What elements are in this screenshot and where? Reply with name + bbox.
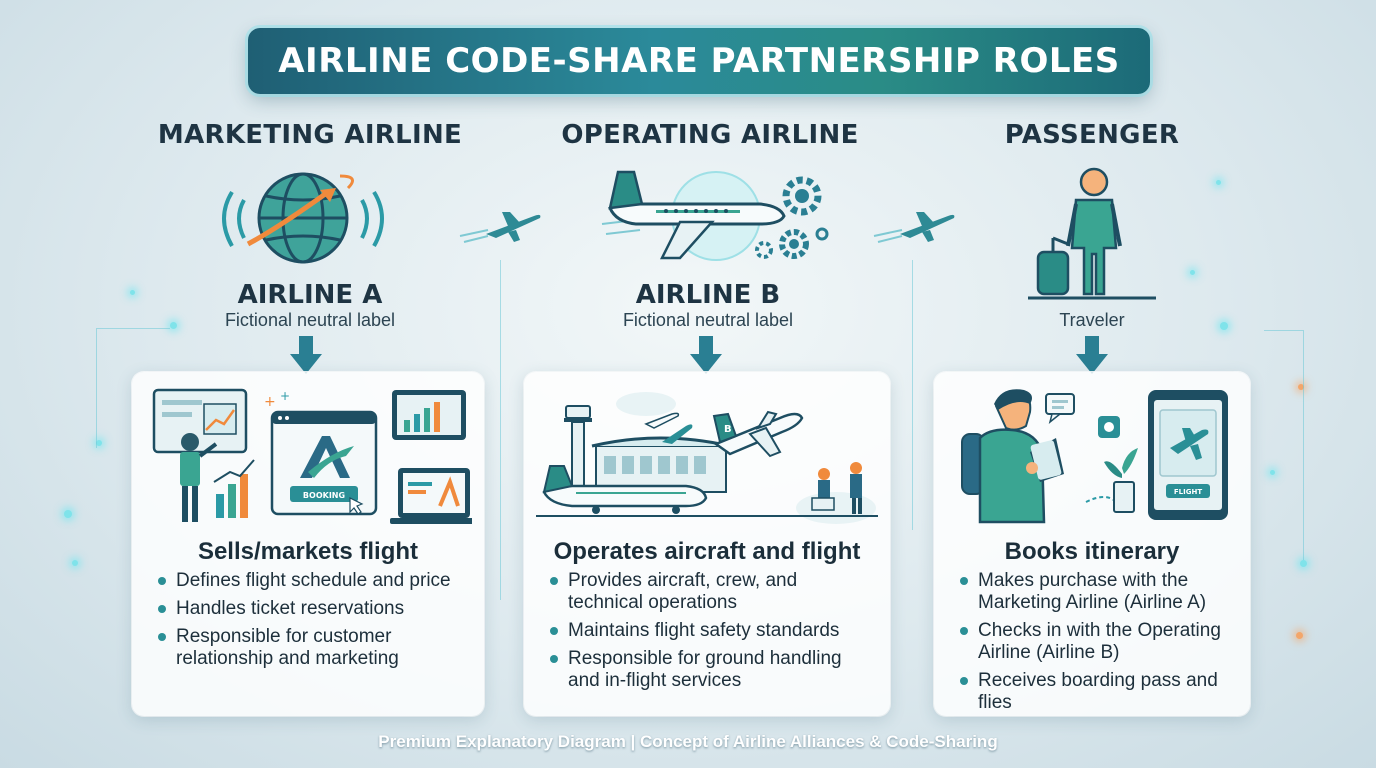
entity-name-airline-b: AIRLINE B <box>635 280 781 310</box>
glow-dot <box>1296 632 1303 639</box>
svg-text:+: + <box>264 394 276 410</box>
down-arrow-icon <box>1076 336 1108 374</box>
flight-button-label: FLIGHT <box>1174 488 1202 496</box>
list-item: Defines flight schedule and price <box>156 570 470 592</box>
glow-dot <box>1298 384 1304 390</box>
list-item: Provides aircraft, crew, and technical o… <box>548 570 876 614</box>
list-item: Checks in with the Operating Airline (Ai… <box>958 620 1236 664</box>
glow-dot <box>1270 470 1275 475</box>
list-item: Handles ticket reservations <box>156 598 470 620</box>
page-title: AIRLINE CODE-SHARE PARTNERSHIP ROLES <box>278 41 1120 81</box>
role-title-operating: Operates aircraft and flight <box>553 538 861 565</box>
flow-airplane-icon <box>873 212 955 243</box>
svg-text:+: + <box>280 389 290 403</box>
glow-dot <box>1220 322 1228 330</box>
column-heading-passenger: PASSENGER <box>1004 120 1180 150</box>
role-card-passenger: FLIGHT Books itinerary Makes purchase wi… <box>934 372 1250 716</box>
glow-dot <box>1216 180 1221 185</box>
circuit-line <box>96 328 170 448</box>
list-item: Receives boarding pass and flies <box>958 670 1236 714</box>
title-banner: AIRLINE CODE-SHARE PARTNERSHIP ROLES <box>248 28 1150 94</box>
down-arrow-icon <box>290 336 322 374</box>
marketing-illustration: + + BOOKING <box>152 388 472 524</box>
entity-sub-traveler: Traveler <box>1059 310 1125 330</box>
entity-sub-airline-a: Fictional neutral label <box>224 310 396 330</box>
circuit-line <box>912 260 913 530</box>
traveler-icon <box>1028 167 1156 300</box>
list-item: Maintains flight safety standards <box>548 620 876 642</box>
globe-icon <box>222 172 384 264</box>
glow-dot <box>96 440 102 446</box>
role-bullets-marketing: Defines flight schedule and price Handle… <box>156 570 470 676</box>
list-item: Responsible for customer relationship an… <box>156 626 470 670</box>
down-arrow-icon <box>690 336 722 374</box>
role-bullets-passenger: Makes purchase with the Marketing Airlin… <box>958 570 1236 720</box>
entity-name-airline-a: AIRLINE A <box>237 280 383 310</box>
booking-button-label: BOOKING <box>303 491 345 500</box>
role-title-passenger: Books itinerary <box>1004 538 1180 565</box>
glow-dot <box>1190 270 1195 275</box>
role-bullets-operating: Provides aircraft, crew, and technical o… <box>548 570 876 698</box>
list-item: Makes purchase with the Marketing Airlin… <box>958 570 1236 614</box>
list-item: Responsible for ground handling and in-f… <box>548 648 876 692</box>
column-heading-operating: OPERATING AIRLINE <box>561 120 859 150</box>
glow-dot <box>64 510 72 518</box>
glow-dot <box>170 322 177 329</box>
glow-dot <box>72 560 78 566</box>
passenger-illustration: FLIGHT <box>961 389 1228 524</box>
entity-sub-airline-b: Fictional neutral label <box>622 310 794 330</box>
role-title-marketing: Sells/markets flight <box>197 538 419 565</box>
role-card-operating: B Operates aircraft and flight Provides … <box>524 372 890 716</box>
column-heading-marketing: MARKETING AIRLINE <box>157 120 463 150</box>
airplane-gears-icon <box>601 170 829 261</box>
airport-illustration: B <box>536 392 878 524</box>
glow-dot <box>130 290 135 295</box>
footer-caption: Premium Explanatory Diagram | Concept of… <box>378 732 998 751</box>
glow-dot <box>1300 560 1307 567</box>
flow-airplane-icon <box>459 212 541 243</box>
circuit-line <box>1264 330 1304 560</box>
tail-letter: B <box>724 424 732 435</box>
circuit-line <box>500 260 501 600</box>
role-card-marketing: + + BOOKING Sells/markets flight Defines… <box>132 372 484 716</box>
